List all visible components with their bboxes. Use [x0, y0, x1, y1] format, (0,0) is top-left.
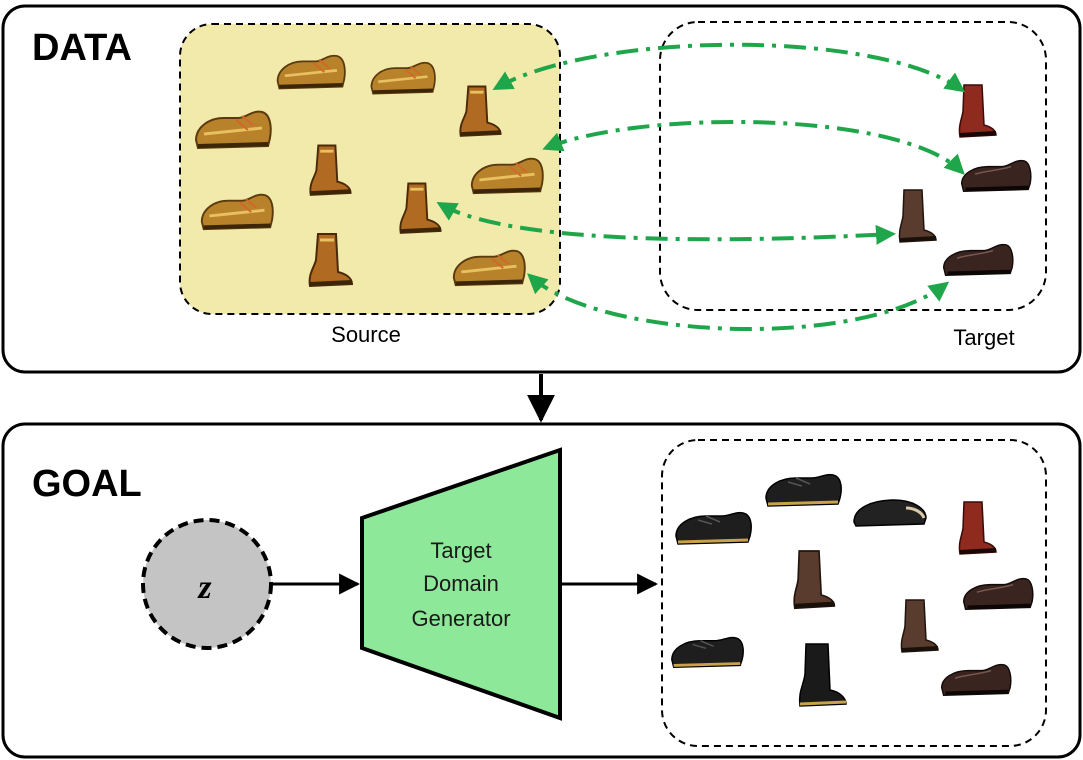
- generated-output-box: [661, 439, 1047, 747]
- correspondence-arrows: [436, 42, 966, 331]
- generator-label-line-2: Domain: [423, 571, 499, 596]
- source-label: Source: [331, 322, 401, 347]
- goal-panel-title: GOAL: [32, 463, 142, 505]
- correspondence-arrow: [492, 42, 966, 93]
- target-label: Target: [953, 325, 1014, 350]
- latent-z-node: [141, 518, 273, 650]
- generator-label-line-3: Generator: [411, 606, 510, 631]
- correspondence-arrow: [527, 273, 950, 331]
- generator-label-line-1: Target: [430, 538, 491, 563]
- latent-z-label: z: [197, 569, 212, 606]
- correspondence-arrow: [542, 119, 965, 175]
- data-panel-title: DATA: [32, 27, 132, 69]
- target-domain-generator: [360, 447, 562, 721]
- correspondence-arrow: [436, 202, 896, 245]
